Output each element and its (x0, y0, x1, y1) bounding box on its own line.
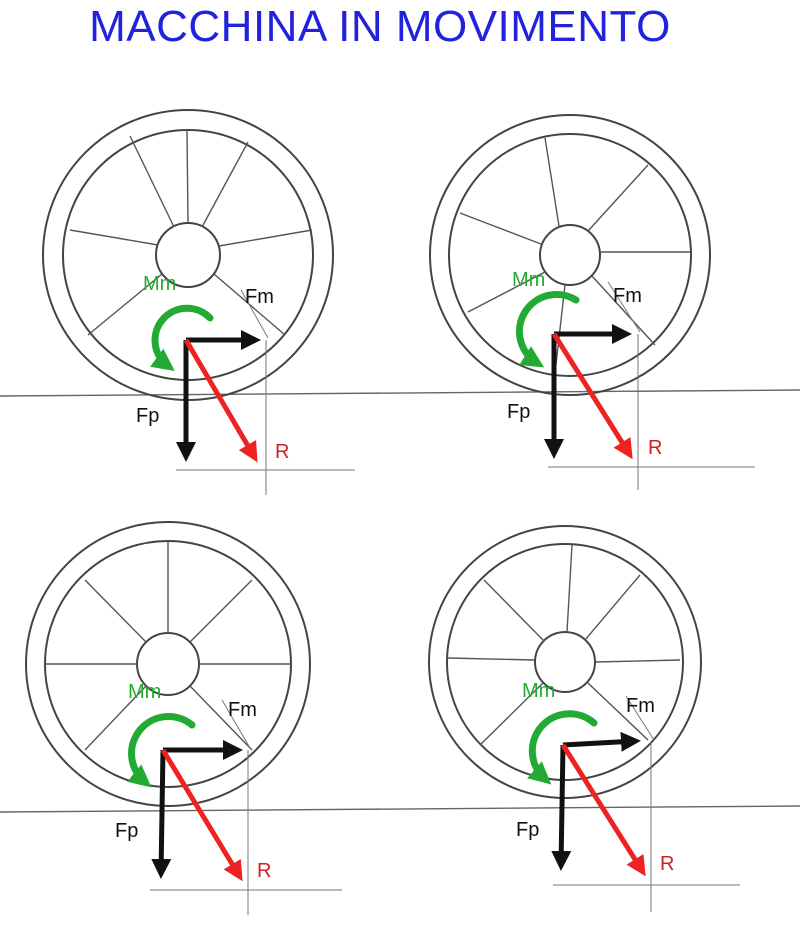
wheel (429, 114, 711, 396)
resultant-arrow (160, 748, 243, 882)
wheel-panel-top-left: Mm Fm Fp R (42, 109, 355, 495)
moment-label: Mm (512, 269, 545, 291)
ground-line-top (0, 389, 800, 397)
weight-force-label: Fp (115, 820, 138, 842)
weight-force-label: Fp (136, 405, 159, 427)
moment-arrow (527, 710, 598, 785)
moment-arrow (127, 713, 196, 788)
moment-arrow (150, 304, 214, 372)
wheel (428, 525, 702, 799)
guide-fm (240, 289, 269, 339)
guide-fm (607, 281, 641, 333)
weight-force-label: Fp (507, 401, 530, 423)
motor-force-label: Fm (245, 286, 274, 308)
resultant-label: R (275, 441, 289, 463)
wheel-spokes (459, 137, 690, 374)
moment-label: Mm (143, 273, 176, 295)
wheel-panel-top-right: Mm Fm Fp R (429, 114, 755, 490)
resultant-arrow (183, 338, 258, 463)
ground-line-bottom (0, 805, 800, 813)
moment-label: Mm (128, 681, 161, 703)
moment-arrow (516, 290, 580, 368)
resultant-label: R (257, 860, 271, 882)
motor-force-arrow (562, 731, 641, 752)
weight-force-label: Fp (516, 819, 539, 841)
resultant-arrow (551, 332, 633, 460)
weight-force-arrow (551, 744, 572, 871)
guide-fm (625, 695, 655, 741)
wheel (25, 521, 311, 807)
resultant-arrow (560, 743, 646, 877)
guide-fm (221, 699, 251, 749)
motor-force-label: Fm (228, 699, 257, 721)
wheel-panel-bottom-left: Mm Fm Fp R (25, 521, 342, 915)
resultant-label: R (660, 853, 674, 875)
weight-force-arrow (151, 749, 172, 879)
resultant-label: R (648, 437, 662, 459)
motor-force-label: Fm (613, 285, 642, 307)
motor-force-label: Fm (626, 695, 655, 717)
wheel-spokes (46, 542, 291, 751)
wheel-spokes (447, 544, 681, 746)
wheel-panel-bottom-right: Mm Fm Fp R (428, 525, 740, 912)
moment-label: Mm (522, 680, 555, 702)
page-title: MACCHINA IN MOVIMENTO (89, 2, 671, 51)
